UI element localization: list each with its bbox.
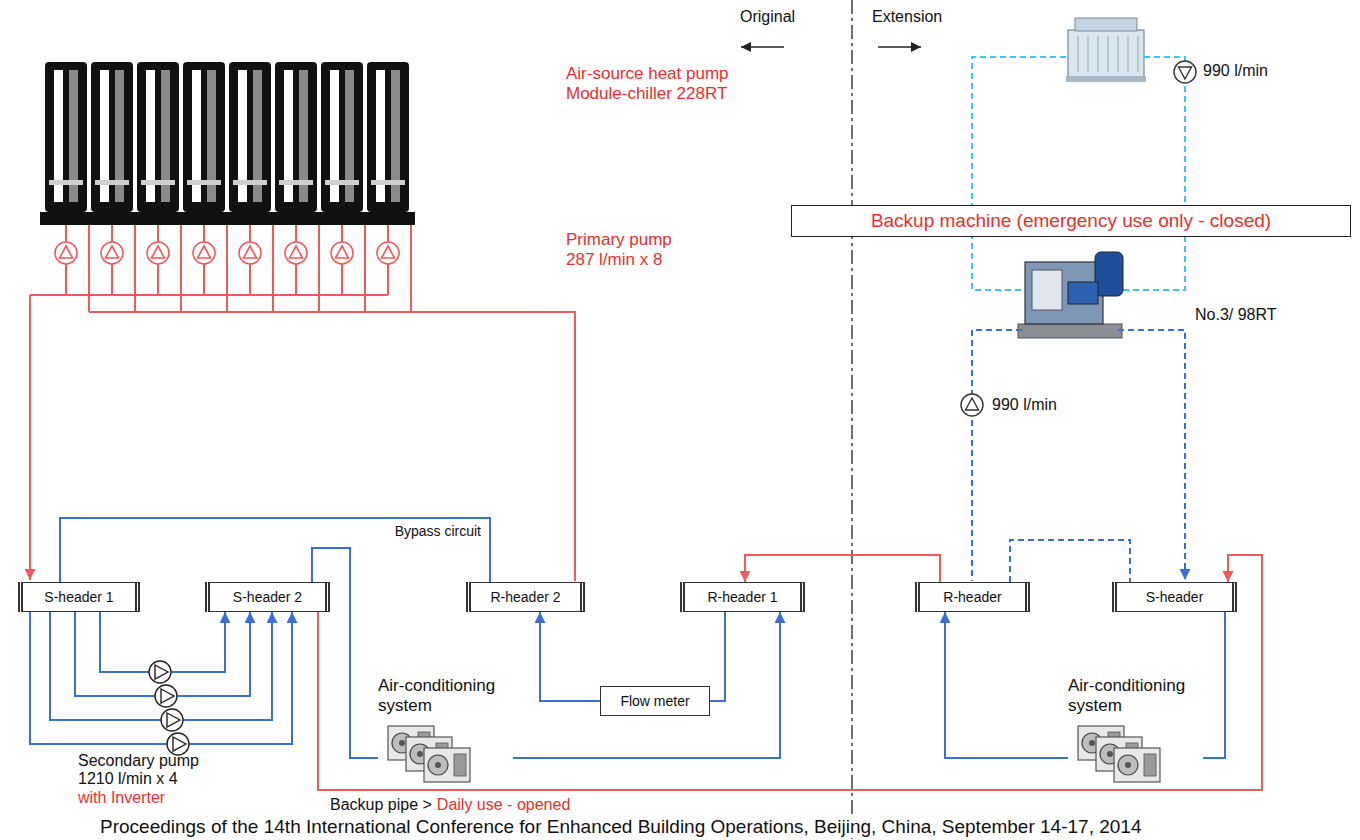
condenser-pipe (972, 57, 1185, 290)
pipe-connector (513, 612, 780, 758)
direction-arrow (741, 46, 784, 48)
primary-pipe (30, 225, 575, 581)
node-text: R-header 2 (490, 589, 560, 605)
section-label: Original (740, 8, 795, 26)
header-box: R-header 2 (466, 582, 585, 612)
cooling-tower (1066, 18, 1146, 82)
pipe-connector (1203, 612, 1225, 758)
flow-meter-box: Flow meter (600, 686, 710, 716)
node-text: Air-conditioning system (1068, 676, 1203, 716)
header-box: S-header (1112, 582, 1237, 612)
caption: Proceedings of the 14th International Co… (100, 816, 1141, 838)
node-text: S-header 2 (233, 589, 302, 605)
pipe-connector (745, 555, 940, 582)
chiller-modules (45, 62, 409, 212)
section-label: Extension (872, 8, 942, 26)
equipment-label: Primary pump 287 l/min x 8 (566, 230, 691, 269)
backup-machine-box: Backup machine (emergency use only - clo… (791, 205, 1351, 237)
pipe-connector (945, 612, 1068, 758)
air-conditioning-group: Air-conditioning system (378, 676, 513, 786)
pipe-connector (540, 612, 600, 701)
air-conditioning-group: Air-conditioning system (1068, 676, 1203, 786)
primary-pump-symbol (55, 242, 399, 264)
node-text: Air-conditioning system (378, 676, 513, 716)
header-box: S-header 2 (205, 582, 330, 612)
divider-line (851, 0, 852, 840)
node-text: Backup machine (emergency use only - clo… (871, 210, 1271, 232)
equipment-label: Air-source heat pump Module-chiller 228R… (566, 64, 771, 103)
pipe-connector (50, 612, 272, 720)
edge-label: Bypass circuit (392, 523, 484, 539)
backup-chiller (1018, 252, 1123, 338)
equipment-note: with Inverter (78, 789, 165, 807)
node-text: Flow meter (620, 693, 689, 709)
header-box: R-header (915, 582, 1030, 612)
header-box: R-header 1 (680, 582, 805, 612)
equipment-label: Secondary pump 1210 l/min x 4 (78, 752, 218, 789)
node-text: S-header 1 (44, 589, 113, 605)
chiller-base (40, 212, 415, 225)
node-text: R-header 1 (707, 589, 777, 605)
node-text: S-header (1146, 589, 1204, 605)
pipe-connector (60, 518, 490, 582)
node-text: R-header (943, 589, 1001, 605)
flow-rate-label: 990 l/min (1203, 62, 1268, 80)
pipe-label: Backup pipe > (330, 796, 432, 814)
backup-pump-symbol (961, 394, 983, 416)
secondary-pump-symbol (149, 661, 189, 755)
air-handling-unit (388, 726, 1160, 782)
equipment-label: No.3/ 98RT (1195, 306, 1277, 324)
pipe-note: Daily use - opened (437, 796, 570, 814)
flow-rate-label: 990 l/min (992, 396, 1057, 414)
pipe-connector (75, 612, 250, 696)
direction-arrow (878, 46, 921, 48)
header-box: S-header 1 (18, 582, 140, 612)
pipe-connector (30, 612, 292, 744)
pipe-connector (710, 612, 725, 701)
pipe-connector (1010, 540, 1130, 582)
pipe-connector (312, 548, 378, 758)
condenser-pump-symbol (1174, 61, 1196, 83)
backup-chilled-pipe (972, 330, 1185, 581)
pipe-connector (318, 555, 1262, 790)
